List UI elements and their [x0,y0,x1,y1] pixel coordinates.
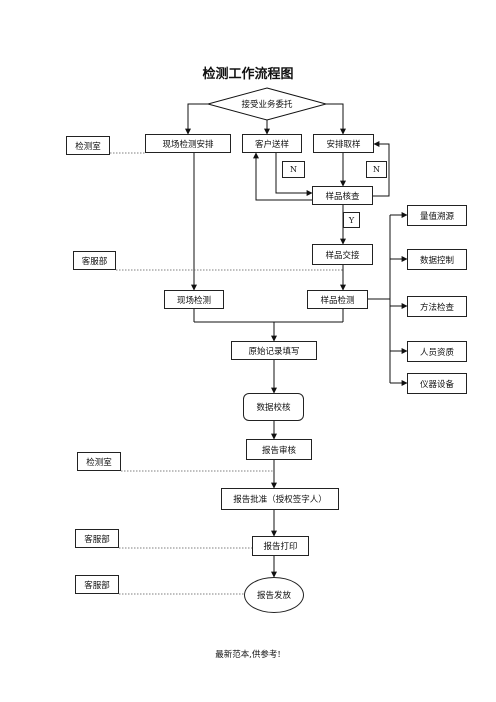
sample-check-box: 样品核查 [312,186,373,205]
report-issue-ellipse: 报告发放 [244,577,304,613]
data-control-box: 数据控制 [407,249,467,270]
accept-commission-label: 接受业务委托 [241,100,293,110]
report-review-box: 报告审核 [246,439,312,460]
client-delivery-box: 客户送样 [242,134,302,153]
staff-qualification-box: 人员资质 [407,341,467,362]
sample-testing-box: 样品检测 [307,290,368,309]
onsite-arrangement-box: 现场检测安排 [145,134,231,153]
customer-service-label-3: 客服部 [75,575,119,594]
method-check-box: 方法检查 [407,296,467,317]
lab-label-2: 检测室 [77,452,121,471]
customer-service-label-2: 客服部 [75,529,119,548]
onsite-testing-box: 现场检测 [164,290,224,309]
yes-label: Y [343,212,360,228]
no-right-label: N [366,161,387,178]
report-approval-box: 报告批准（授权签字人） [221,488,339,510]
sample-handover-box: 样品交接 [312,244,373,265]
lab-label-1: 检测室 [66,136,110,155]
traceability-box: 量值溯源 [407,205,467,226]
instruments-box: 仪器设备 [407,373,467,394]
footer-note: 最新范本,供参考! [215,650,281,660]
no-left-label: N [282,161,305,178]
report-print-box: 报告打印 [252,536,309,556]
arrange-sampling-box: 安排取样 [313,134,374,153]
raw-record-box: 原始记录填写 [231,341,317,360]
data-verification-box: 数据校核 [243,393,304,421]
page-title: 检测工作流程图 [202,67,294,82]
customer-service-label-1: 客服部 [73,251,116,270]
